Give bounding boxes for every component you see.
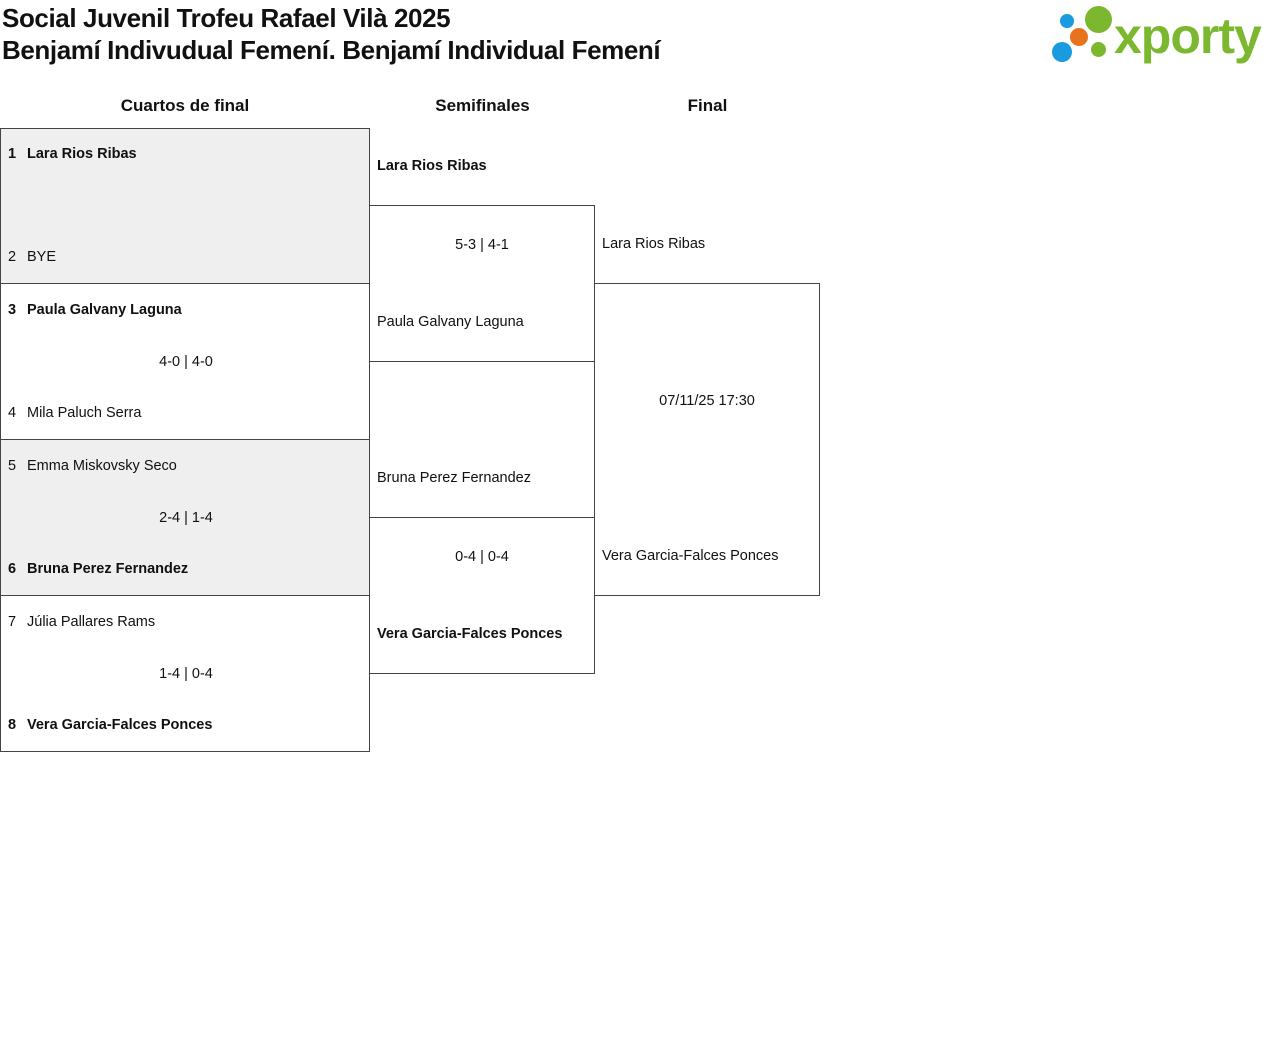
player-entry[interactable]: 1 Lara Rios Ribas — [8, 145, 137, 163]
player-name: Mila Paluch Serra — [27, 405, 142, 421]
quarterfinal-match-3[interactable]: 5 Emma Miskovsky Seco 2-4 | 1-4 6 Bruna Pe… — [0, 439, 370, 596]
player-entry[interactable]: 7 Júlia Pallares Rams — [8, 613, 155, 631]
seed-number: 5 — [8, 458, 17, 474]
match-score: 2-4 | 1-4 — [159, 510, 213, 526]
quarterfinal-match-2[interactable]: 3 Paula Galvany Laguna 4-0 | 4-0 4 Mila Pa… — [0, 283, 370, 440]
quarterfinal-match-4[interactable]: 7 Júlia Pallares Rams 1-4 | 0-4 8 Vera Gar… — [0, 595, 370, 752]
player-entry[interactable]: 5 Emma Miskovsky Seco — [8, 457, 177, 475]
match-score: 0-4 | 0-4 — [455, 549, 509, 565]
final-top-player[interactable]: Lara Rios Ribas — [602, 236, 706, 252]
player-entry[interactable]: 2 BYE — [8, 248, 56, 266]
logo-dot-blue-large — [1052, 42, 1072, 62]
page-title: Social Juvenil Trofeu Rafael Vilà 2025 — [2, 3, 451, 33]
player-name: Vera Garcia-Falces Ponces — [27, 717, 213, 733]
final-match[interactable]: 07/11/25 17:30 Vera Garcia-Falces Ponces — [594, 283, 820, 596]
player-entry[interactable]: 8 Vera Garcia-Falces Ponces — [8, 716, 212, 734]
player-name: Júlia Pallares Rams — [27, 614, 156, 630]
match-score: 5-3 | 4-1 — [455, 237, 509, 253]
player-name: Paula Galvany Laguna — [27, 302, 182, 318]
semifinal-match-1[interactable]: 5-3 | 4-1 Paula Galvany Laguna — [369, 205, 595, 362]
seed-number: 1 — [8, 146, 17, 162]
logo-dot-orange — [1070, 28, 1088, 46]
player-name: Emma Miskovsky Seco — [27, 458, 177, 474]
round-header-final: Final — [687, 96, 728, 115]
xporty-logo[interactable]: xporty — [1050, 4, 1276, 68]
seed-number: 7 — [8, 614, 17, 630]
quarterfinal-match-1[interactable]: 1 Lara Rios Ribas 2 BYE — [0, 128, 370, 284]
page-subtitle: Benjamí Indivudual Femení. Benjamí Indiv… — [2, 35, 661, 65]
player-name: Bruna Perez Fernandez — [27, 561, 189, 577]
match-score: 1-4 | 0-4 — [159, 666, 213, 682]
semifinal-match-2[interactable]: 0-4 | 0-4 Vera Garcia-Falces Ponces — [369, 517, 595, 674]
semifinal-1-bottom-player[interactable]: Paula Galvany Laguna — [377, 314, 524, 330]
seed-number: 6 — [8, 561, 17, 577]
logo-dot-green — [1085, 6, 1112, 33]
semifinal-2-bottom-player[interactable]: Vera Garcia-Falces Ponces — [377, 626, 563, 642]
semifinal-2-top-player[interactable]: Bruna Perez Fernandez — [377, 470, 531, 486]
player-entry[interactable]: 4 Mila Paluch Serra — [8, 404, 141, 422]
seed-number: 8 — [8, 717, 17, 733]
player-entry[interactable]: 3 Paula Galvany Laguna — [8, 301, 182, 319]
match-score: 4-0 | 4-0 — [159, 354, 213, 370]
logo-dot-blue-small — [1060, 14, 1074, 28]
player-name: BYE — [27, 249, 57, 265]
logo-text: xporty — [1114, 8, 1262, 64]
final-bottom-player[interactable]: Vera Garcia-Falces Ponces — [602, 548, 779, 564]
seed-number: 3 — [8, 302, 17, 318]
semifinal-1-top-player[interactable]: Lara Rios Ribas — [377, 158, 487, 174]
seed-number: 4 — [8, 405, 17, 421]
seed-number: 2 — [8, 249, 17, 265]
logo-dot-green-small — [1091, 42, 1106, 57]
round-header-semifinals: Semifinales — [435, 96, 530, 115]
match-datetime: 07/11/25 17:30 — [659, 393, 755, 409]
player-entry[interactable]: 6 Bruna Perez Fernandez — [8, 560, 188, 578]
round-header-quarterfinals: Cuartos de final — [120, 96, 250, 115]
player-name: Lara Rios Ribas — [27, 146, 137, 162]
